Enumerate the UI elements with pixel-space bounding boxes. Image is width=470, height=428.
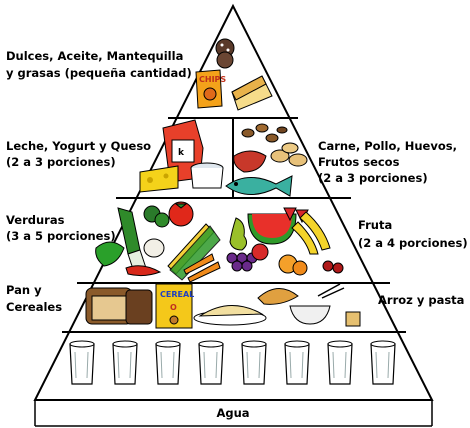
chili-pepper-icon (125, 265, 162, 277)
peach-icon (278, 254, 308, 276)
water-glass-icon (69, 340, 95, 385)
lettuce-icon (95, 241, 125, 267)
pyramid-outline (33, 3, 434, 401)
tomato-icon (168, 201, 194, 227)
chips-bag-icon: CHIPS (195, 69, 226, 109)
garlic-icon (143, 238, 165, 258)
nuts-icon (241, 123, 288, 143)
svg-text:k: k (178, 148, 185, 158)
tier-label-water: Agua (216, 406, 249, 420)
bananas-icon (291, 211, 331, 255)
water-glass-icon (327, 340, 353, 385)
crackers-icon (345, 311, 361, 327)
tier-label-dairy: Leche, Yogurt y Queso (2 a 3 porciones) (6, 139, 155, 169)
tier-labels: Dulces, Aceite, Mantequilla y grasas (pe… (6, 49, 468, 420)
water-glass-icon (198, 340, 224, 385)
watermelon-icon (247, 213, 297, 245)
pasta-plate-icon (193, 305, 267, 326)
pear-icon (229, 217, 248, 251)
tier-label-fats: Dulces, Aceite, Mantequilla y grasas (pe… (6, 49, 192, 80)
water-glass-icon (241, 340, 267, 385)
water-glass-icon (112, 340, 138, 385)
broccoli-icon (143, 205, 170, 228)
carrots-icon (183, 253, 221, 283)
water-glass-icon (155, 340, 181, 385)
rice-bowl-icon (289, 283, 345, 325)
croissant-icon (257, 288, 299, 305)
fish-icon (225, 175, 293, 197)
steak-icon (233, 150, 267, 173)
eggs-icon (270, 142, 308, 167)
vegetables-group (95, 201, 221, 283)
apple-icon (251, 243, 269, 261)
cereal-box-label: CEREAL (160, 290, 194, 299)
tier-label-protein: Carne, Pollo, Huevos, Frutos secos (2 a … (318, 139, 461, 185)
yogurt-cup-icon (190, 162, 224, 189)
tier-label-bread: Pan y Cereales (6, 283, 62, 314)
water-glass-icon (284, 340, 310, 385)
cereal-box-icon: CEREAL O (155, 283, 194, 329)
cereal-box-sublabel: O (170, 303, 177, 312)
leek-icon (117, 207, 147, 273)
tier-label-rice: Arroz y pasta (378, 293, 464, 307)
cheese-icon (139, 165, 179, 193)
bread-loaf-icon (85, 287, 153, 325)
grapes-icon (226, 252, 258, 272)
cake-slice-icon (231, 75, 273, 111)
tier-label-vegetables: Verduras (3 a 5 porciones) (6, 213, 116, 243)
corn-icon (167, 223, 221, 281)
cookies-icon (215, 38, 235, 69)
water-glass-icon (370, 340, 396, 385)
water-glasses (69, 340, 396, 385)
chips-bag-label: CHIPS (199, 75, 226, 84)
tier-label-fruit: Fruta (2 a 4 porciones) (358, 218, 468, 250)
cherries-icon (322, 260, 344, 274)
fruit-group (226, 207, 344, 276)
